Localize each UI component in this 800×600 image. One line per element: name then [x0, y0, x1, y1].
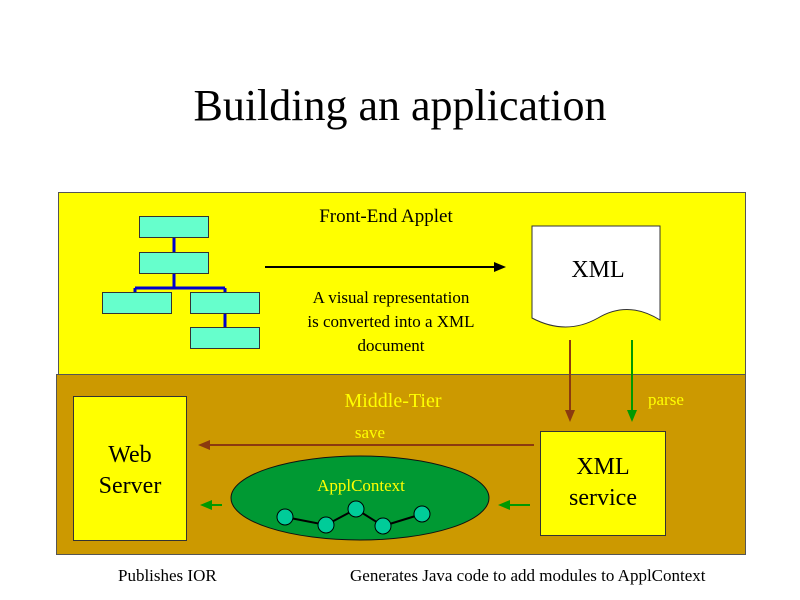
- slide-title: Building an application: [193, 81, 607, 130]
- xml-service-label: XML service: [569, 454, 637, 511]
- front-end-label: Front-End Applet: [319, 206, 453, 227]
- conversion-description: A visual representation is converted int…: [307, 288, 475, 355]
- parse-label: parse: [648, 390, 684, 409]
- tree-node-child: [139, 252, 209, 274]
- tree-node-leaf-left: [102, 292, 172, 314]
- tree-node-leaf-bottom: [190, 327, 260, 349]
- appl-context-label: ApplContext: [317, 476, 405, 495]
- tree-node-root: [139, 216, 209, 238]
- generates-java-caption: Generates Java code to add modules to Ap…: [350, 566, 706, 585]
- xml-service-box: [540, 431, 666, 536]
- web-server-label: Web Server: [98, 442, 162, 499]
- publishes-ior-caption: Publishes IOR: [118, 566, 217, 585]
- save-label: save: [354, 423, 386, 442]
- web-server-box: [73, 396, 187, 541]
- middle-tier-label: Middle-Tier: [344, 390, 442, 412]
- tree-node-leaf-right: [190, 292, 260, 314]
- xml-document-label: XML: [571, 257, 625, 283]
